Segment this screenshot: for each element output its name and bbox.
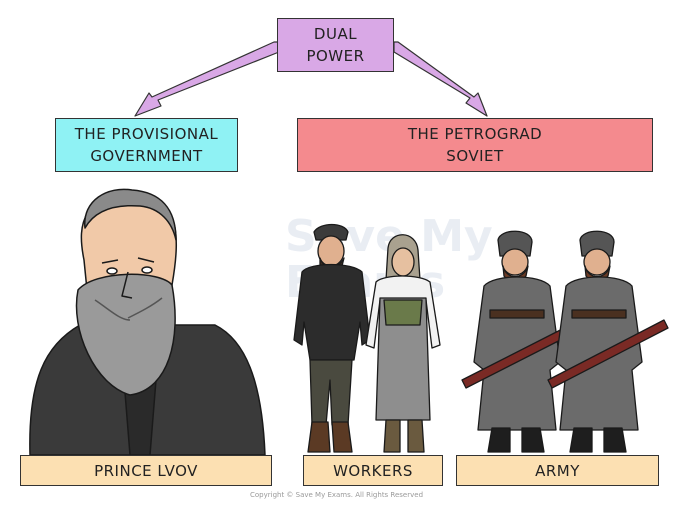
petrograd-soviet-box: THE PETROGRAD SOVIET — [297, 118, 653, 172]
dual-power-line2: POWER — [306, 47, 365, 65]
arrow-to-petrograd — [393, 41, 488, 117]
petrograd-line1: THE PETROGRAD — [407, 125, 543, 143]
label-army: ARMY — [456, 455, 659, 486]
copyright-text: Copyright © Save My Exams. All Rights Re… — [249, 491, 424, 499]
label-prince-lvov: PRINCE LVOV — [20, 455, 272, 486]
worker-man-illustration — [293, 223, 371, 453]
provisional-line1: THE PROVISIONAL — [74, 125, 219, 143]
soldier-illustration — [547, 230, 669, 453]
prince-lvov-illustration — [29, 188, 266, 456]
soldier-illustration — [461, 230, 581, 453]
provisional-government-box: THE PROVISIONAL GOVERNMENT — [55, 118, 238, 172]
dual-power-line1: DUAL — [313, 25, 358, 43]
label-workers: WORKERS — [303, 455, 443, 486]
dual-power-box: DUAL POWER — [277, 18, 394, 72]
provisional-line2: GOVERNMENT — [90, 147, 203, 165]
petrograd-line2: SOVIET — [446, 147, 504, 165]
worker-woman-illustration — [365, 234, 441, 453]
arrow-to-provisional — [134, 41, 280, 117]
